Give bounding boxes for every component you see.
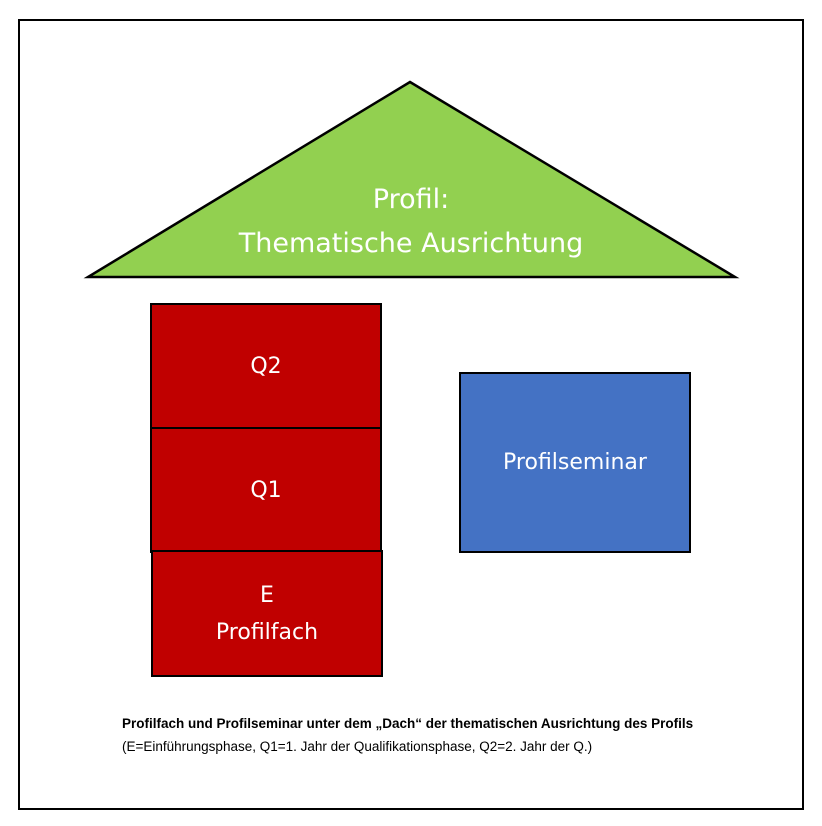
box-e-label: E	[260, 582, 274, 608]
roof-subtitle: Thematische Ausrichtung	[238, 228, 584, 259]
box-q1-label: Q1	[250, 477, 282, 503]
box-e-profilfach: E Profilfach	[151, 550, 383, 677]
box-q2-label: Q2	[250, 353, 282, 379]
roof-triangle	[83, 80, 740, 279]
box-q2: Q2	[150, 303, 382, 429]
box-profilseminar: Profilseminar	[459, 372, 691, 553]
caption: Profilfach und Profilseminar unter dem „…	[122, 712, 722, 758]
caption-normal: (E=Einführungsphase, Q1=1. Jahr der Qual…	[122, 739, 593, 754]
caption-bold: Profilfach und Profilseminar unter dem „…	[122, 716, 694, 731]
box-q1: Q1	[150, 427, 382, 553]
box-profilfach-label: Profilfach	[215, 619, 319, 645]
box-profilseminar-label: Profilseminar	[503, 450, 647, 475]
roof-title: Profil:	[372, 184, 450, 215]
